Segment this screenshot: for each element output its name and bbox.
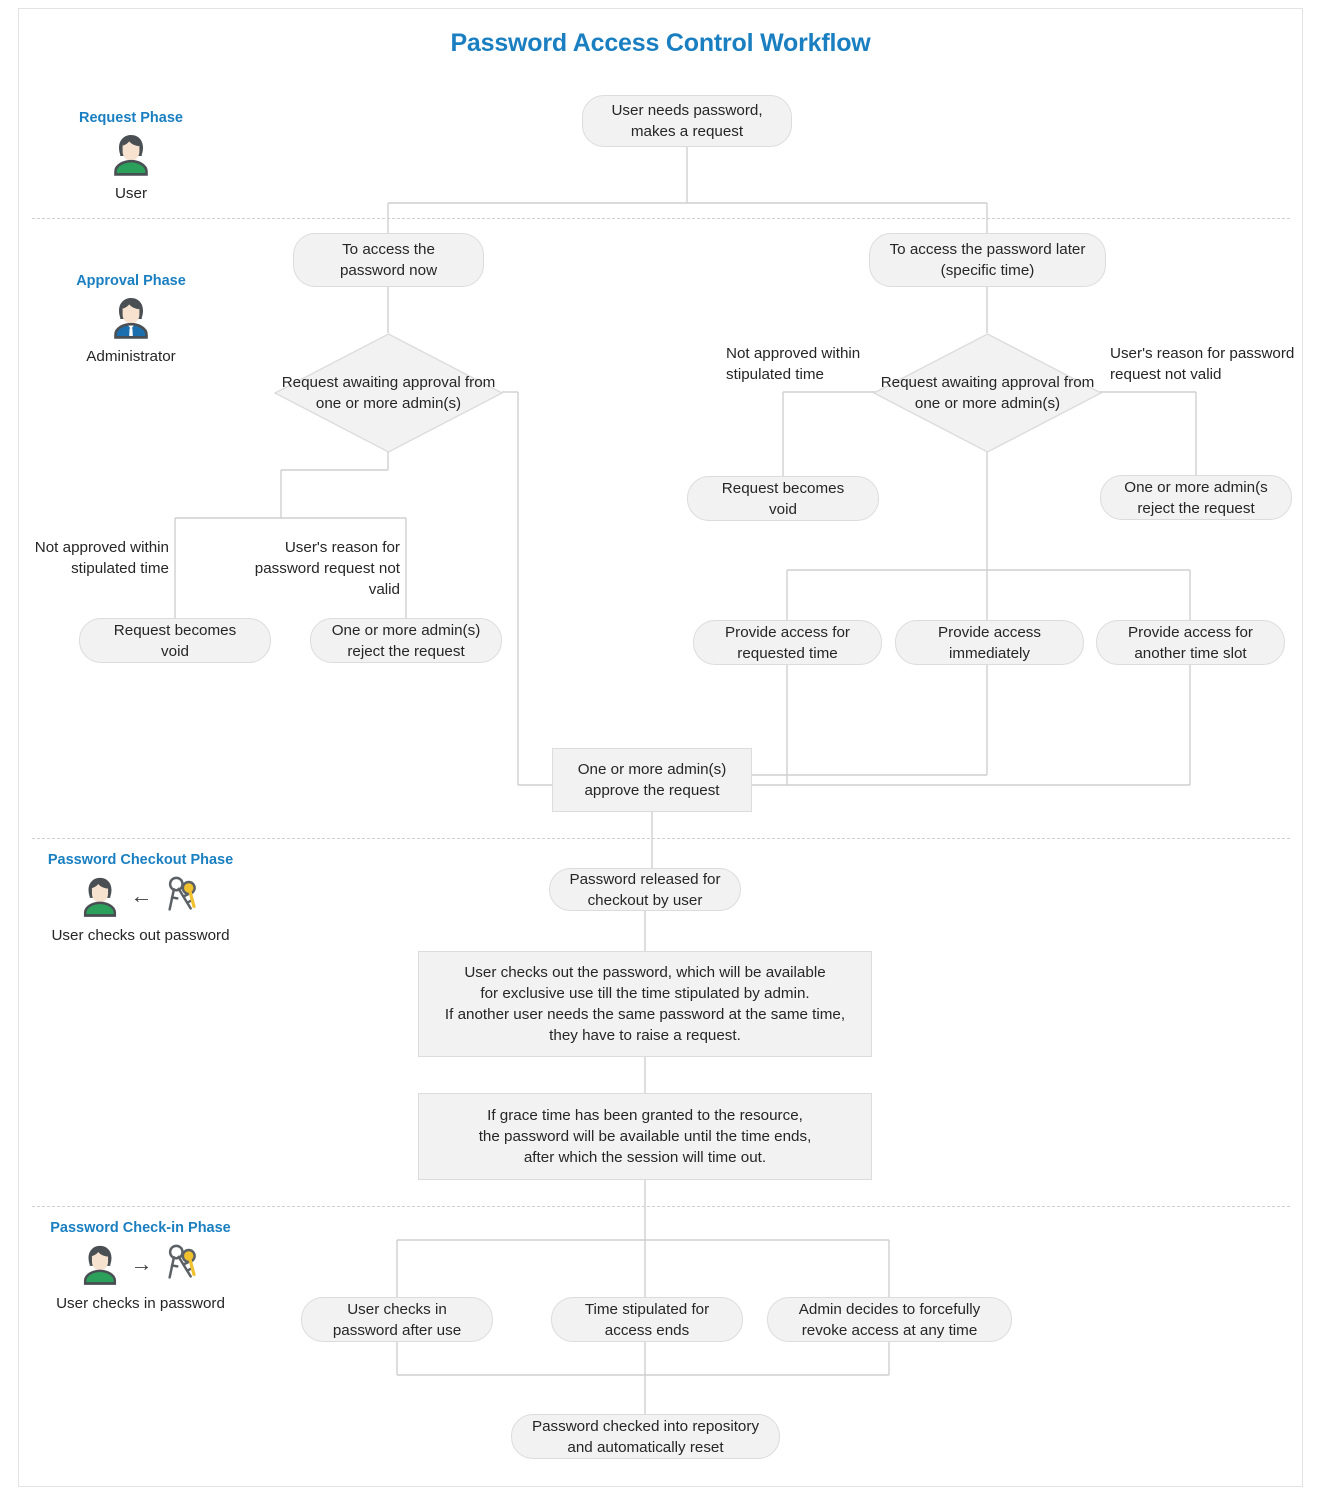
admin-avatar-icon [108,293,154,346]
phase-title-approval: Approval Phase [76,273,186,289]
node-checkin-user[interactable]: User checks in password after use [301,1297,493,1342]
phase-title-checkout: Password Checkout Phase [47,852,234,868]
edge-label-right-reason-invalid: User's reason for password request not v… [1110,345,1295,383]
diamond-shape [274,333,503,453]
phase-icons-checkout: ← [18,872,263,924]
phase-approval: Approval Phase Administrator [40,273,222,365]
keys-icon [162,874,204,923]
node-void-right[interactable]: Request becomes void [687,476,879,521]
node-checkin-time-ends[interactable]: Time stipulated for access ends [551,1297,743,1342]
phase-checkin: Password Check-in Phase → [18,1220,263,1312]
arrow-right-icon: → [130,1251,153,1276]
decision-left-text: Request awaiting approval from one or mo… [281,374,496,412]
node-void-left[interactable]: Request becomes void [79,618,271,663]
node-provide-another-slot[interactable]: Provide access for another time slot [1096,620,1285,665]
node-checkin-admin-revoke[interactable]: Admin decides to forcefully revoke acces… [767,1297,1012,1342]
node-decision-right[interactable]: Request awaiting approval from one or mo… [873,333,1102,453]
phase-title-checkin: Password Check-in Phase [50,1220,231,1236]
node-password-released[interactable]: Password released for checkout by user [549,868,741,911]
node-provide-requested-time[interactable]: Provide access for requested time [693,620,882,665]
edge-label-right-not-approved: Not approved within stipulated time [726,345,861,383]
node-decision-left[interactable]: Request awaiting approval from one or mo… [274,333,503,453]
node-start[interactable]: User needs password, makes a request [582,95,792,147]
node-access-later[interactable]: To access the password later (specific t… [869,233,1106,287]
page-title: Password Access Control Workflow [450,29,871,57]
phase-caption-checkout: User checks out password [51,927,230,944]
phase-icons-request [40,130,222,182]
node-reject-right[interactable]: One or more admin(s reject the request [1100,475,1292,520]
user-avatar-icon [78,1241,122,1292]
phase-icons-approval [40,293,222,345]
phase-divider-checkout [32,1206,1290,1207]
node-reject-left[interactable]: One or more admin(s) reject the request [310,618,502,663]
user-avatar-icon [78,873,122,924]
node-approve-request[interactable]: One or more admin(s) approve the request [552,748,752,812]
node-password-checked-in[interactable]: Password checked into repository and aut… [511,1414,780,1459]
phase-caption-approval: Administrator [86,348,176,365]
node-grace-time-note[interactable]: If grace time has been granted to the re… [418,1093,872,1180]
phase-caption-checkin: User checks in password [56,1295,225,1312]
node-access-now[interactable]: To access the password now [293,233,484,287]
phase-divider-approval [32,838,1290,839]
phase-caption-request: User [114,185,148,202]
phase-request: Request Phase User [40,110,222,202]
diamond-shape [873,333,1102,453]
keys-icon [162,1242,204,1291]
edge-label-left-not-approved: Not approved within stipulated time [34,539,169,577]
edge-label-left-reason-invalid: User's reason for password request not v… [254,539,400,598]
phase-divider-request [32,218,1290,219]
node-provide-immediately[interactable]: Provide access immediately [895,620,1084,665]
phase-checkout: Password Checkout Phase ← [18,852,263,944]
node-checkout-note[interactable]: User checks out the password, which will… [418,951,872,1057]
decision-right-text: Request awaiting approval from one or mo… [880,374,1095,412]
phase-icons-checkin: → [18,1240,263,1292]
user-avatar-icon [108,130,154,183]
phase-title-request: Request Phase [79,110,183,126]
arrow-left-icon: ← [130,883,153,908]
